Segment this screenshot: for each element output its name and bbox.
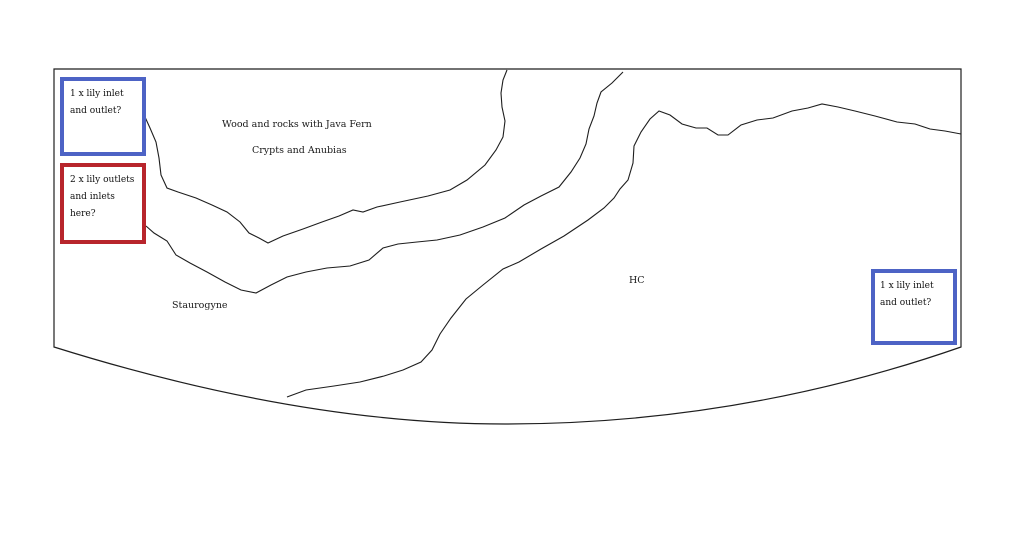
- zone-divider-hc: [286, 103, 962, 398]
- note-box-top-left: 1 x lily inlet and outlet?: [60, 77, 146, 156]
- label-staurogyne: Staurogyne: [172, 300, 228, 311]
- label-wood-java-fern: Wood and rocks with Java Fern: [222, 119, 372, 130]
- zone-divider-crypts: [145, 71, 624, 294]
- label-crypts-anubias: Crypts and Anubias: [252, 145, 347, 156]
- note-right-text: 1 x lily inlet and outlet?: [880, 281, 934, 308]
- note-box-right: 1 x lily inlet and outlet?: [871, 269, 957, 345]
- zone-divider-wood: [144, 69, 508, 244]
- note-box-middle-left: 2 x lily outlets and inlets here?: [60, 163, 146, 244]
- note-middle-left-text: 2 x lily outlets and inlets here?: [70, 175, 135, 219]
- tank-outline: [53, 68, 962, 425]
- label-hc: HC: [629, 275, 645, 286]
- note-top-left-text: 1 x lily inlet and outlet?: [70, 89, 124, 116]
